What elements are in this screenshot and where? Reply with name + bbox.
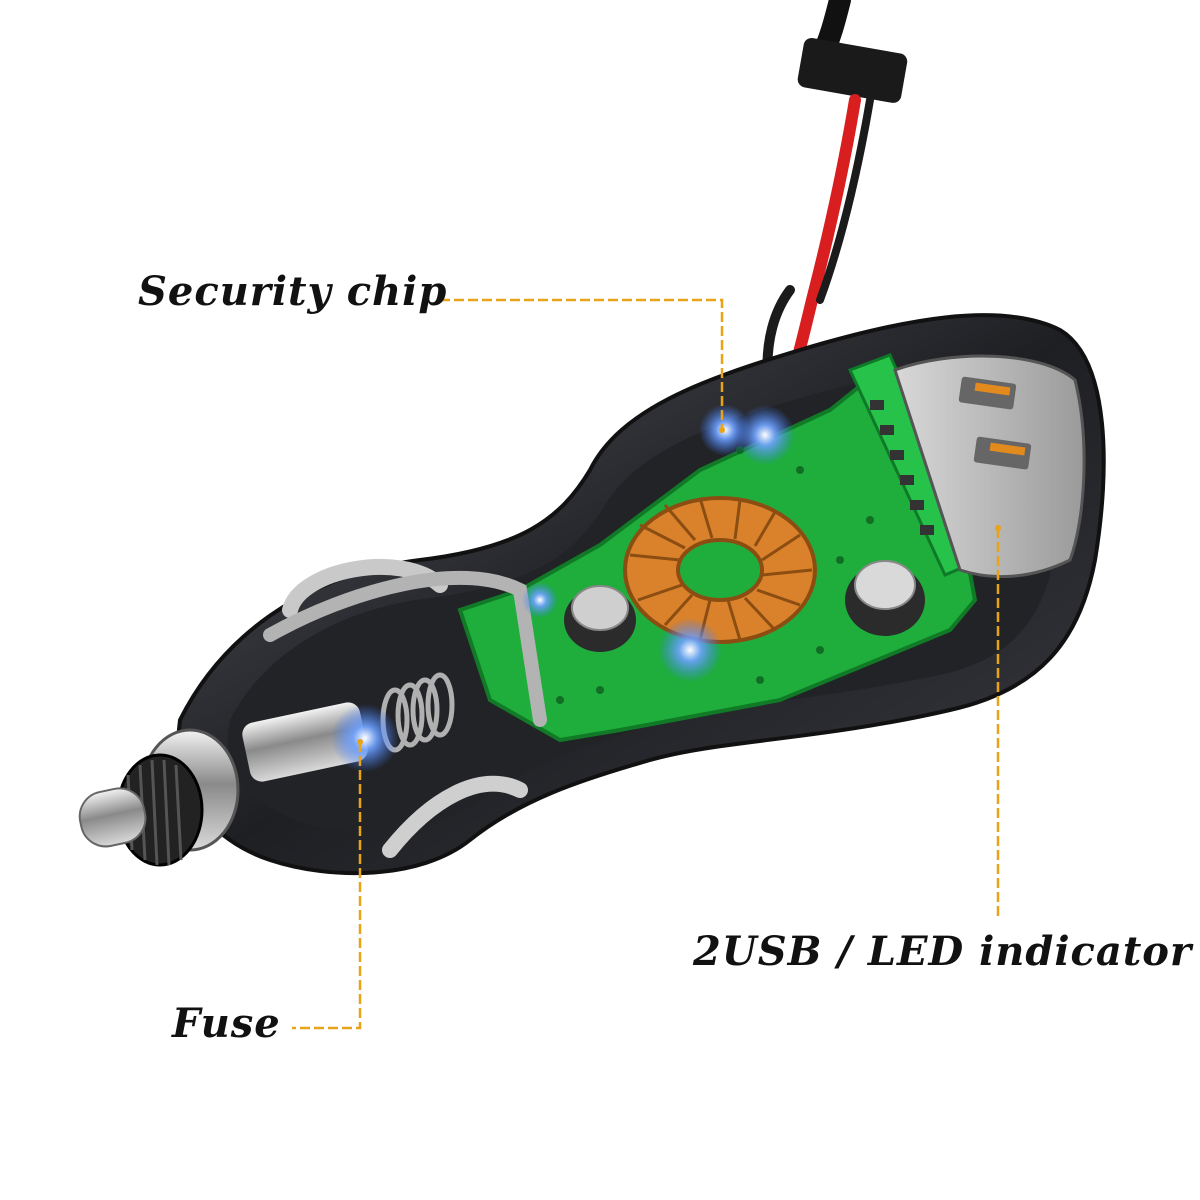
usb-ports: [893, 354, 1086, 578]
fuse-label: Fuse: [172, 1000, 281, 1047]
capacitors: [564, 560, 925, 652]
usb-led-label: 2USB / LED indicator: [693, 928, 1193, 975]
fuse-leader: [292, 742, 362, 1030]
contact-spring: [380, 672, 455, 753]
usb-dot: [995, 525, 1001, 531]
fuse-dot: [357, 739, 363, 745]
security-chip-leader: [440, 298, 724, 430]
toroid-coil: [623, 496, 817, 644]
callout-lines: [292, 298, 1000, 1030]
security-chip-dot: [719, 427, 725, 433]
security-chip-label: Security chip: [138, 268, 448, 315]
blue-led-glows: [331, 404, 795, 772]
side-clips: [263, 559, 547, 858]
plug-tip: [78, 728, 240, 867]
